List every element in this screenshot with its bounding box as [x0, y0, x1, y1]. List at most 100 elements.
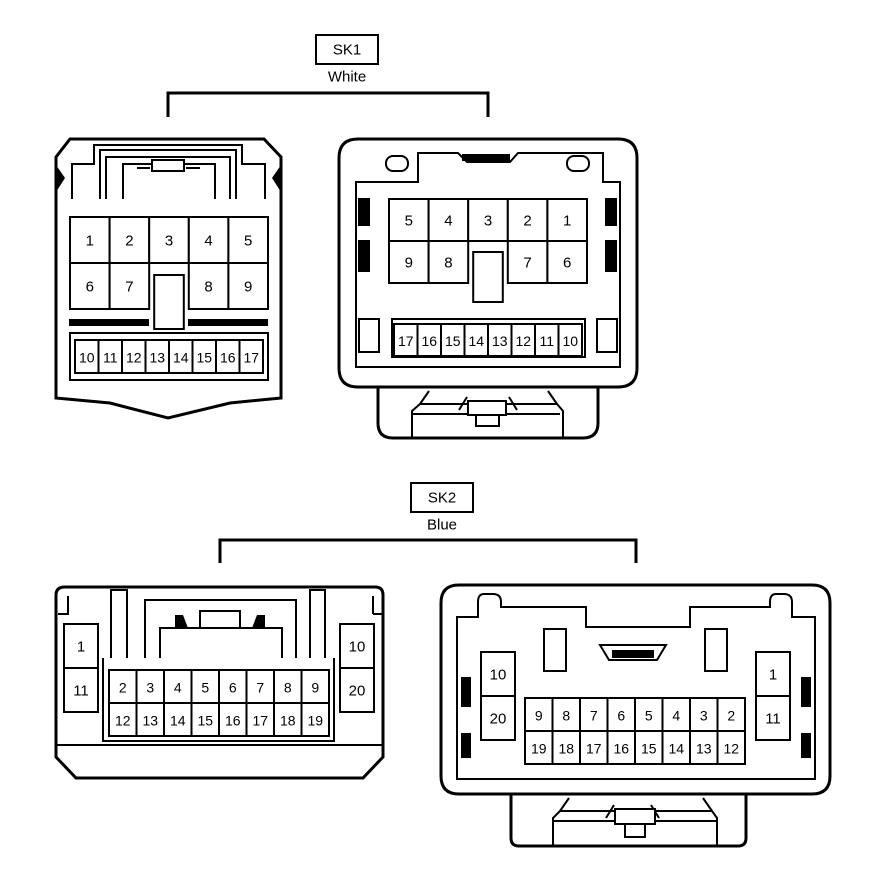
pin-label: 12 — [126, 350, 142, 366]
sk2-header: SK2 Blue — [218, 482, 638, 563]
pin-cell: 17 — [238, 339, 264, 374]
pin-cell: 14 — [661, 730, 691, 765]
pin-label: 6 — [86, 279, 94, 296]
pin-label: 6 — [617, 708, 625, 724]
pin-cell: 17 — [245, 702, 275, 737]
pin-label: 14 — [170, 713, 186, 729]
pin-label: 15 — [196, 350, 212, 366]
pin-label: 9 — [535, 708, 543, 724]
pin-cell: 5 — [634, 697, 664, 732]
pin-cell: 3 — [135, 669, 165, 704]
pin-cell: 9 — [227, 262, 269, 310]
pin-cell: 12 — [108, 702, 138, 737]
pin-cell: 8 — [551, 697, 581, 732]
pin-label: 4 — [444, 213, 452, 230]
key-slot — [472, 251, 504, 303]
pin-cell: 15 — [440, 323, 466, 357]
sk1-color-label: White — [328, 69, 366, 86]
pin-cell: 19 — [524, 730, 554, 765]
pin-label: 7 — [523, 255, 531, 272]
pin-cell: 13 — [487, 323, 513, 357]
pin-label: 7 — [590, 708, 598, 724]
pin-cell: 9 — [524, 697, 554, 732]
pin-cell: 9 — [300, 669, 330, 704]
pin-cell: 15 — [190, 702, 220, 737]
pin-cell: 10 — [339, 623, 375, 669]
pin-label: 14 — [668, 741, 684, 757]
pin-cell: 12 — [510, 323, 536, 357]
pin-cell: 18 — [551, 730, 581, 765]
pin-cell: 13 — [135, 702, 165, 737]
pin-label: 15 — [445, 333, 461, 349]
pin-label: 13 — [142, 713, 158, 729]
pin-label: 9 — [311, 680, 319, 696]
pin-cell: 11 — [97, 339, 123, 374]
pin-label: 17 — [398, 333, 414, 349]
pin-label: 6 — [563, 255, 571, 272]
pin-label: 5 — [405, 213, 413, 230]
pin-cell: 6 — [546, 240, 589, 284]
pin-cell: 10 — [480, 651, 516, 697]
pin-cell: 12 — [716, 730, 746, 765]
pin-cell: 6 — [218, 669, 248, 704]
sk1-name: SK1 — [333, 42, 361, 59]
pin-label: 14 — [468, 333, 484, 349]
pin-label: 9 — [405, 255, 413, 272]
pin-cell: 2 — [108, 669, 138, 704]
sk2-name: SK2 — [428, 490, 456, 507]
pin-cell: 3 — [148, 216, 190, 264]
pin-cell: 11 — [63, 667, 99, 713]
sk1-header: SK1 White — [166, 34, 490, 117]
sk2-bracket — [218, 538, 638, 563]
pin-label: 5 — [244, 233, 252, 250]
pin-cell: 17 — [579, 730, 609, 765]
pin-label: 12 — [723, 741, 739, 757]
pin-cell: 6 — [69, 262, 111, 310]
pin-cell: 1 — [546, 198, 589, 242]
pin-label: 16 — [421, 333, 437, 349]
pin-cell: 7 — [506, 240, 549, 284]
pin-cell: 5 — [388, 198, 430, 242]
pin-label: 8 — [284, 680, 292, 696]
pin-label: 14 — [173, 350, 189, 366]
pin-cell: 15 — [191, 339, 217, 374]
pin-cell: 11 — [755, 695, 791, 741]
pin-label: 12 — [115, 713, 131, 729]
pin-cell: 2 — [108, 216, 151, 264]
pin-cell: 20 — [339, 667, 375, 713]
pin-label: 13 — [149, 350, 165, 366]
pin-cell: 7 — [108, 262, 151, 310]
sk1-name-box — [315, 34, 379, 65]
pin-cell: 2 — [716, 697, 746, 732]
pin-cell: 13 — [689, 730, 719, 765]
pin-label: 2 — [727, 708, 735, 724]
pin-cell: 16 — [215, 339, 241, 374]
pin-label: 15 — [197, 713, 213, 729]
pin-label: 10 — [79, 350, 95, 366]
pin-label: 16 — [613, 741, 629, 757]
pin-cell: 18 — [273, 702, 303, 737]
pin-label: 3 — [484, 213, 492, 230]
pin-label: 1 — [563, 213, 571, 230]
pin-label: 11 — [103, 350, 118, 366]
pin-label: 17 — [243, 350, 259, 366]
pin-label: 3 — [165, 233, 173, 250]
pin-label: 19 — [307, 713, 323, 729]
sk2-color-label: Blue — [427, 517, 457, 534]
pin-cell: 17 — [393, 323, 419, 357]
sk1-bracket — [166, 91, 490, 117]
pin-label: 17 — [586, 741, 602, 757]
pin-cell: 3 — [467, 198, 509, 242]
pin-cell: 7 — [579, 697, 609, 732]
pin-label: 13 — [492, 333, 508, 349]
pin-label: 8 — [444, 255, 452, 272]
pin-label: 15 — [641, 741, 657, 757]
pin-cell: 4 — [187, 216, 230, 264]
pin-cell: 16 — [218, 702, 248, 737]
